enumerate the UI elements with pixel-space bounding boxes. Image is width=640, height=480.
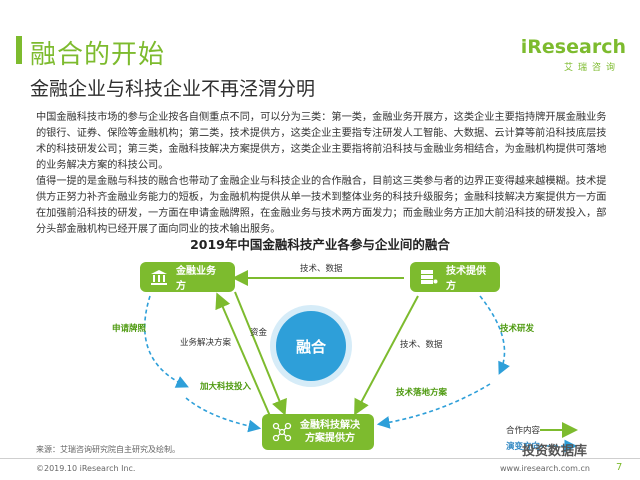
- edge-label-tech-rd: 技术研发: [500, 324, 535, 334]
- page-title: 融合的开始: [30, 40, 166, 70]
- body-paragraph-1: 中国金融科技市场的参与企业按各自侧重点不同，可以分为三类：第一类，金融业务开展方…: [36, 112, 607, 171]
- arc-tech-rd: [479, 295, 510, 375]
- bank-icon: [151, 270, 167, 285]
- arc-more-invest: [185, 397, 262, 433]
- edge-label-solution: 业务解决方案: [180, 338, 232, 348]
- node-solution-line2: 方案提供方: [305, 433, 355, 444]
- node-solution: 金融科技解决 方案提供方: [262, 414, 374, 450]
- iresearch-logo-sub: 艾瑞咨询: [563, 63, 620, 73]
- arrow-finance-to-solution: [234, 291, 287, 416]
- node-solution-text: 金融科技解决 方案提供方: [300, 419, 360, 445]
- diagram-title: 2019年中国金融科技产业各参与企业间的融合: [190, 237, 450, 252]
- page-number: 7: [616, 462, 623, 473]
- node-finance: 金融业务方: [140, 262, 235, 292]
- title-accent-bar: [16, 36, 22, 64]
- network-icon: [272, 422, 292, 442]
- body-paragraph-2: 值得一提的是金融与科技的融合也带动了金融企业与科技企业的合作融合，目前这三类参与…: [36, 176, 607, 235]
- edge-label-capital: 资金: [250, 328, 268, 338]
- watermark-text: 投资数据库: [522, 444, 588, 459]
- node-tech-label: 技术提供方: [446, 266, 486, 292]
- source-note: 来源：艾瑞咨询研究院自主研究及绘制。: [36, 445, 180, 454]
- copyright: ©2019.10 iResearch Inc.: [36, 464, 136, 473]
- center-fusion-circle: 融合: [276, 311, 346, 381]
- edge-label-apply-license: 申请牌照: [112, 324, 147, 334]
- body-text: 中国金融科技市场的参与企业按各自侧重点不同，可以分为三类：第一类，金融业务开展方…: [36, 110, 614, 238]
- footer-divider: [0, 458, 640, 459]
- edge-label-more-invest: 加大科技投入: [200, 382, 252, 392]
- server-icon: [421, 270, 438, 284]
- edge-label-right: 技术、数据: [400, 340, 443, 350]
- page-subtitle: 金融企业与科技企业不再泾渭分明: [30, 78, 316, 100]
- edge-label-top: 技术、数据: [300, 264, 343, 274]
- arc-tech-landing: [376, 383, 491, 429]
- arrow-tech-to-solution: [354, 295, 419, 416]
- legend-evolve-label: 演变方向: [506, 442, 541, 452]
- node-tech: 技术提供方: [410, 262, 500, 292]
- arrow-solution-to-finance: [215, 292, 271, 417]
- legend-coop-label: 合作内容: [506, 426, 541, 436]
- footer-url: www.iresearch.com.cn: [500, 464, 590, 473]
- edge-label-tech-landing: 技术落地方案: [396, 388, 448, 398]
- node-solution-line1: 金融科技解决: [300, 420, 360, 431]
- node-finance-label: 金融业务方: [176, 266, 216, 292]
- iresearch-logo: iResearch: [520, 36, 626, 58]
